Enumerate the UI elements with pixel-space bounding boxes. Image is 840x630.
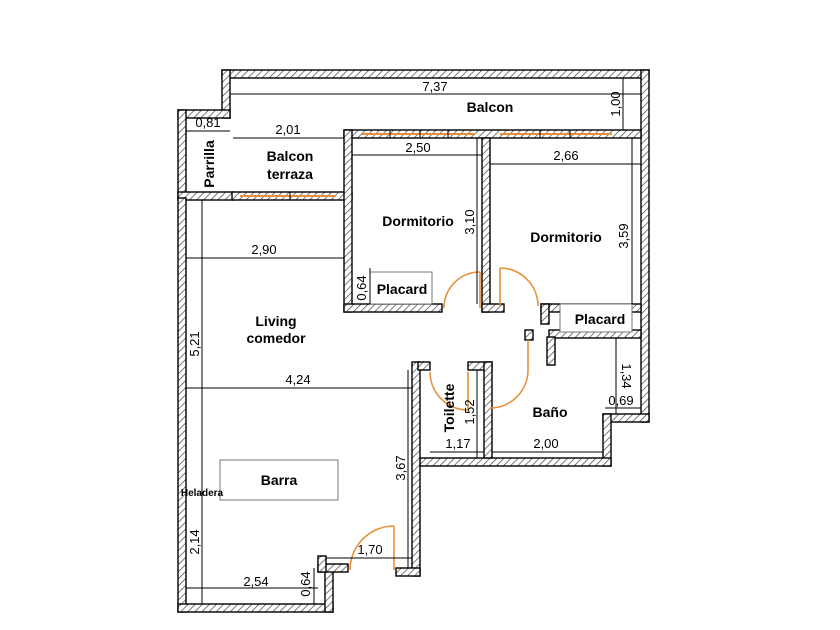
- barra-label: Barra: [261, 472, 298, 488]
- placard-box-2: [559, 303, 633, 333]
- dim-bottom-width: 2,54: [243, 574, 268, 589]
- walls: [177, 69, 650, 613]
- balcon-terraza-label-2: terraza: [267, 166, 313, 182]
- dim-balcon-width: 7,37: [422, 79, 447, 94]
- living-label-2: comedor: [246, 330, 306, 346]
- dim-dorm2-width: 2,66: [553, 148, 578, 163]
- dim-toilette-width: 1,17: [445, 436, 470, 451]
- dormitorio-label-2: Dormitorio: [530, 229, 602, 245]
- toilette-label: Toilette: [441, 383, 457, 432]
- bano-label: Baño: [533, 404, 568, 420]
- dim-bano-depth: 1,34: [619, 363, 634, 388]
- barra-counter: [219, 459, 339, 501]
- dim-kitchen-lower-depth: 2,14: [187, 529, 202, 554]
- doors: [349, 267, 539, 571]
- dim-placard1-depth: 0,64: [354, 275, 369, 300]
- dim-dorm1-width: 2,50: [405, 140, 430, 155]
- dim-dorm1-depth: 3,10: [462, 209, 477, 234]
- parrilla-label: Parrilla: [201, 140, 217, 188]
- dim-living-width-top: 2,90: [251, 242, 276, 257]
- dim-entry-width: 1,70: [357, 542, 382, 557]
- dim-living-depth: 5,21: [187, 331, 202, 356]
- dim-dorm2-depth: 3,59: [616, 223, 631, 248]
- dimension-lines: [186, 78, 641, 604]
- dim-parrilla-width: 0,81: [195, 115, 220, 130]
- balcon-label: Balcon: [467, 99, 514, 115]
- dim-living-width: 4,24: [285, 372, 310, 387]
- balcon-terraza-label-1: Balcon: [267, 148, 314, 164]
- placard-label-1: Placard: [377, 281, 428, 297]
- dim-terraza-width: 2,01: [275, 122, 300, 137]
- dim-bano-width: 2,00: [533, 436, 558, 451]
- dim-bottom-step: 0,64: [298, 571, 313, 596]
- dim-kitchen-depth: 3,67: [393, 455, 408, 480]
- living-label-1: Living: [255, 313, 296, 329]
- heladera-label: Heladera: [181, 488, 224, 499]
- placard-box-1: [369, 271, 433, 305]
- dim-toilette-depth: 1,52: [462, 399, 477, 424]
- dim-bano-step: 0,69: [608, 393, 633, 408]
- windows: [240, 130, 612, 200]
- dormitorio-label-1: Dormitorio: [382, 213, 454, 229]
- dim-balcon-depth: 1,00: [608, 91, 623, 116]
- placard-label-2: Placard: [575, 311, 626, 327]
